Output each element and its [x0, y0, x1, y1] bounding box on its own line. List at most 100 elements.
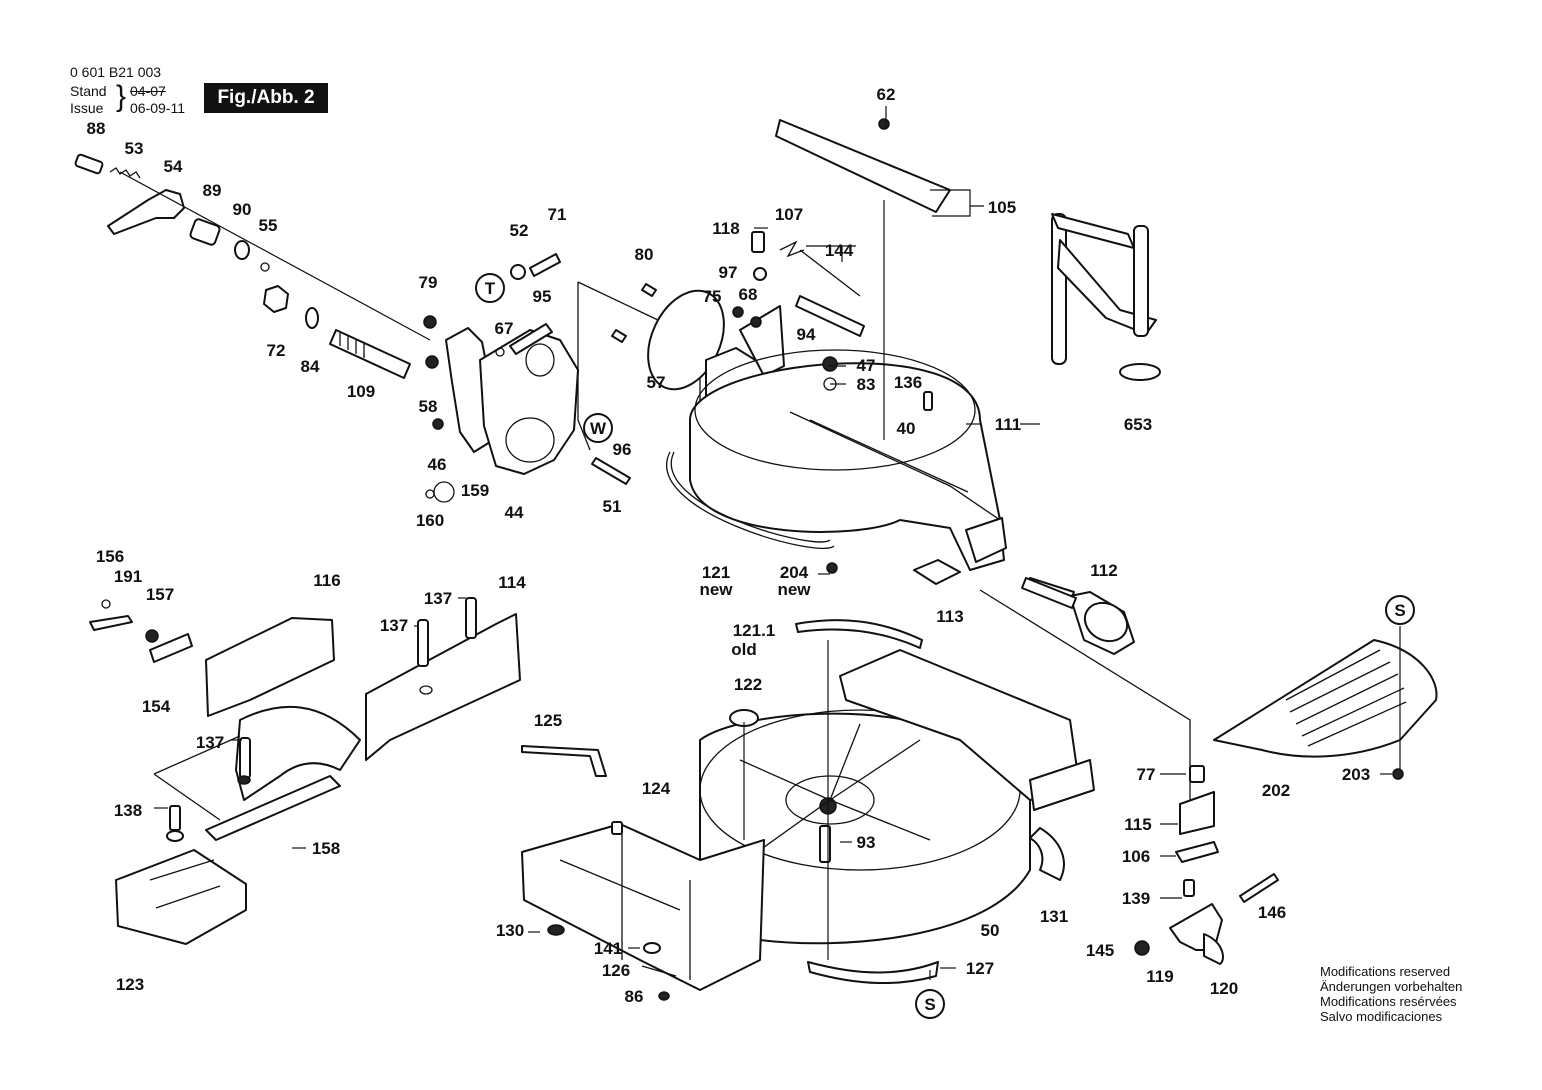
part-label-123: 123: [116, 975, 144, 994]
issue-value: 06-09-11: [130, 100, 186, 116]
part-label-95: 95: [533, 287, 552, 306]
part-label-62: 62: [877, 85, 896, 104]
lock-knob: [1021, 577, 1129, 643]
part-label-89: 89: [203, 181, 222, 200]
part-label-93: 93: [857, 833, 876, 852]
detent-parts: [979, 589, 1279, 965]
lock-handle-assembly: [74, 153, 431, 379]
part-label-137-c: 137: [196, 733, 224, 752]
part-labels: 88 53 54 89 90 55 72 84 109 58 79 46 159…: [87, 85, 1371, 1006]
part-label-202: 202: [1262, 781, 1290, 800]
part-label-146: 146: [1258, 903, 1286, 922]
part-label-137-b: 137: [380, 616, 408, 635]
part-label-158: 158: [312, 839, 340, 858]
part-label-653: 653: [1124, 415, 1152, 434]
part-label-94: 94: [797, 325, 816, 344]
marker-T: T: [475, 273, 505, 303]
svg-text:W: W: [590, 419, 607, 438]
part-label-204-new: new: [777, 580, 811, 599]
part-label-50: 50: [981, 921, 1000, 940]
part-label-83: 83: [857, 375, 876, 394]
part-label-90: 90: [233, 200, 252, 219]
figure-label: Fig./Abb. 2: [204, 83, 328, 113]
part-label-157: 157: [146, 585, 174, 604]
modification-notes: Modifications reserved Änderungen vorbeh…: [1320, 964, 1462, 1024]
part-label-136: 136: [894, 373, 922, 392]
part-label-77: 77: [1137, 765, 1156, 784]
part-label-107: 107: [775, 205, 803, 224]
note-de: Änderungen vorbehalten: [1320, 979, 1463, 994]
part-label-54: 54: [164, 157, 183, 176]
part-label-131: 131: [1040, 907, 1068, 926]
part-number: 0 601 B21 003: [70, 64, 162, 80]
part-label-120: 120: [1210, 979, 1238, 998]
part-label-130: 130: [496, 921, 524, 940]
part-label-47: 47: [857, 356, 876, 375]
part-label-55: 55: [259, 216, 278, 235]
part-label-105: 105: [988, 198, 1016, 217]
left-fence: [89, 597, 521, 841]
part-label-118: 118: [712, 219, 739, 238]
part-label-113: 113: [936, 607, 963, 626]
part-label-97: 97: [719, 263, 738, 282]
svg-text:S: S: [1394, 601, 1405, 620]
part-label-53: 53: [125, 139, 144, 158]
part-label-96: 96: [613, 440, 632, 459]
note-fr: Modifications resérvées: [1320, 994, 1457, 1009]
part-label-86: 86: [625, 987, 644, 1006]
part-label-71: 71: [548, 205, 567, 224]
part-label-72: 72: [267, 341, 286, 360]
part-label-126: 126: [602, 961, 630, 980]
part-label-121-1: 121.1: [733, 621, 776, 640]
cover-plate: [1213, 639, 1438, 780]
part-label-58: 58: [419, 397, 438, 416]
part-label-67: 67: [495, 319, 514, 338]
part-label-138: 138: [114, 801, 142, 820]
issue-label: Issue: [70, 100, 104, 116]
part-label-40: 40: [897, 419, 916, 438]
part-label-115: 115: [1124, 815, 1151, 834]
svg-text:T: T: [485, 279, 496, 298]
part-label-156: 156: [96, 547, 124, 566]
part-label-204: 204: [780, 563, 809, 582]
part-label-52: 52: [510, 221, 529, 240]
marker-S-right: S: [1385, 595, 1415, 625]
part-label-137-a: 137: [424, 589, 452, 608]
support-bracket: [115, 805, 247, 945]
part-label-191: 191: [114, 567, 142, 586]
part-label-44: 44: [505, 503, 524, 522]
part-label-154: 154: [142, 697, 171, 716]
part-label-144: 144: [825, 241, 854, 260]
part-label-79: 79: [419, 273, 438, 292]
marker-S-bottom: S: [915, 989, 945, 1019]
marker-W: W: [583, 413, 613, 443]
part-label-88: 88: [87, 119, 106, 138]
leader-lines: [154, 106, 1401, 980]
part-label-114: 114: [498, 573, 526, 592]
part-label-145: 145: [1086, 941, 1114, 960]
part-label-119: 119: [1146, 967, 1173, 986]
stand-value: 04-07: [130, 83, 166, 99]
note-en: Modifications reserved: [1320, 964, 1451, 979]
saw-base: [521, 619, 1095, 1001]
part-label-124: 124: [642, 779, 671, 798]
part-label-51: 51: [603, 497, 622, 516]
hold-down-clamp: [1051, 213, 1161, 381]
part-label-109: 109: [347, 382, 375, 401]
part-label-112: 112: [1090, 561, 1117, 580]
part-label-159: 159: [461, 481, 489, 500]
part-label-46: 46: [428, 455, 447, 474]
part-label-57: 57: [647, 373, 666, 392]
part-label-139: 139: [1122, 889, 1150, 908]
svg-text:S: S: [924, 995, 935, 1014]
stand-label: Stand: [70, 83, 107, 99]
brace: }: [116, 80, 127, 113]
part-label-111: 111: [995, 415, 1022, 434]
part-label-75: 75: [703, 287, 722, 306]
part-label-121: 121: [702, 563, 730, 582]
part-label-127: 127: [966, 959, 994, 978]
part-label-68: 68: [739, 285, 758, 304]
part-label-116: 116: [313, 571, 340, 590]
part-label-122: 122: [734, 675, 762, 694]
